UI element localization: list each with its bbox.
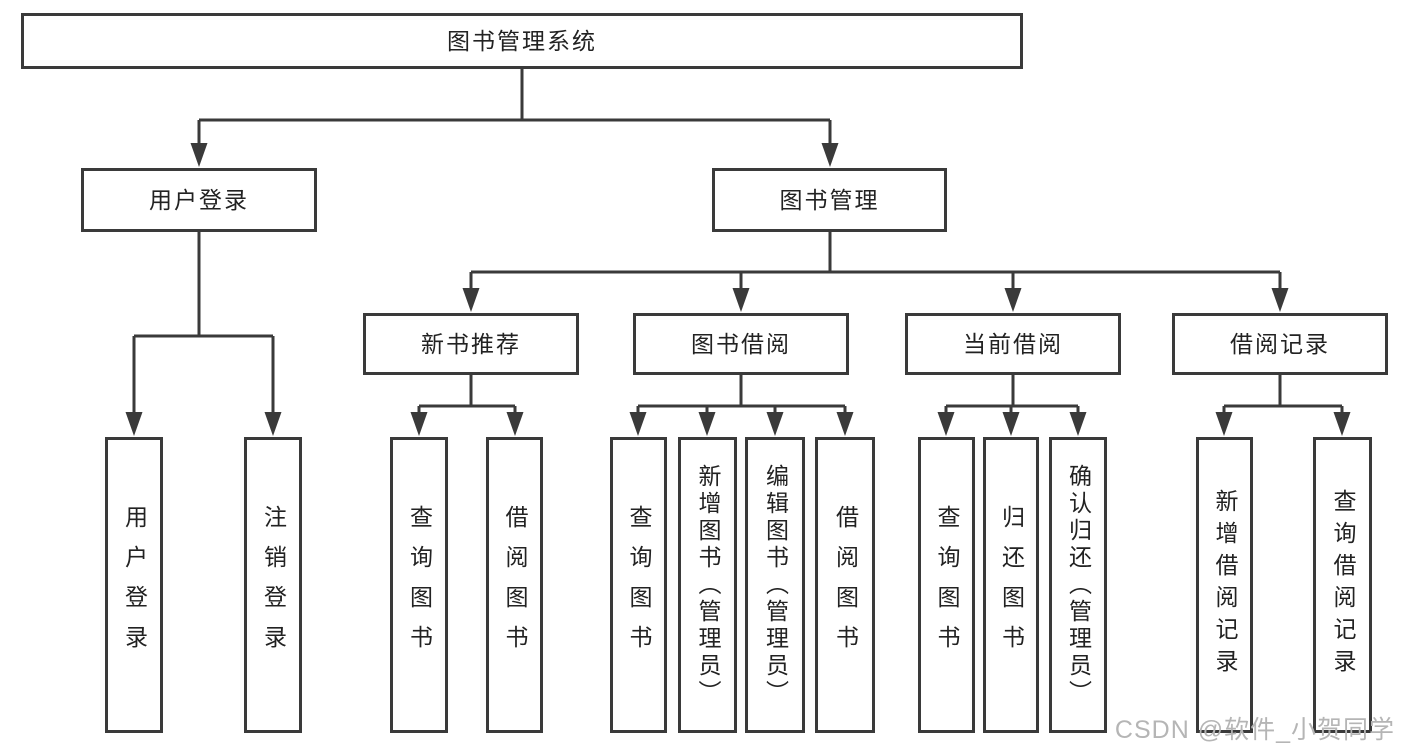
node-leaf-confirm-return-admin-label: 确认归还（管理员） bbox=[1065, 463, 1092, 707]
arrowhead bbox=[506, 412, 524, 436]
arrowhead bbox=[821, 143, 839, 167]
arrowhead bbox=[264, 412, 282, 436]
node-leaf-borrow-book-1: 借阅图书 bbox=[486, 437, 543, 733]
node-leaf-query-borrow-record: 查询借阅记录 bbox=[1313, 437, 1372, 733]
node-leaf-add-book-admin: 新增图书（管理员） bbox=[678, 437, 737, 733]
node-leaf-confirm-return-admin: 确认归还（管理员） bbox=[1049, 437, 1107, 733]
arrowhead bbox=[1271, 288, 1289, 312]
node-book-management: 图书管理 bbox=[712, 168, 947, 232]
node-leaf-user-login: 用户登录 bbox=[105, 437, 163, 733]
node-new-book-recommend: 新书推荐 bbox=[363, 313, 579, 375]
node-leaf-query-book-2: 查询图书 bbox=[610, 437, 667, 733]
arrowhead bbox=[836, 412, 854, 436]
node-new-book-recommend-label: 新书推荐 bbox=[421, 330, 521, 357]
node-leaf-logout-label: 注销登录 bbox=[260, 505, 287, 665]
node-root-label: 图书管理系统 bbox=[447, 27, 597, 54]
node-borrowing-records-label: 借阅记录 bbox=[1230, 330, 1330, 357]
node-leaf-user-login-label: 用户登录 bbox=[121, 505, 148, 665]
arrowhead bbox=[1069, 412, 1087, 436]
node-current-borrowing: 当前借阅 bbox=[905, 313, 1121, 375]
node-leaf-add-borrow-record-label: 新增借阅记录 bbox=[1212, 489, 1238, 681]
node-leaf-query-borrow-record-label: 查询借阅记录 bbox=[1330, 489, 1356, 681]
arrowhead bbox=[629, 412, 647, 436]
arrowhead bbox=[766, 412, 784, 436]
node-leaf-return-book: 归还图书 bbox=[983, 437, 1039, 733]
node-leaf-query-book-1: 查询图书 bbox=[390, 437, 448, 733]
node-leaf-borrow-book-2: 借阅图书 bbox=[815, 437, 875, 733]
node-user-login: 用户登录 bbox=[81, 168, 317, 232]
node-leaf-logout: 注销登录 bbox=[244, 437, 302, 733]
node-user-login-label: 用户登录 bbox=[149, 186, 249, 213]
node-leaf-query-book-3: 查询图书 bbox=[918, 437, 975, 733]
node-leaf-edit-book-admin-label: 编辑图书（管理员） bbox=[762, 463, 789, 707]
node-leaf-query-book-3-label: 查询图书 bbox=[934, 505, 960, 665]
node-borrowing-records: 借阅记录 bbox=[1172, 313, 1388, 375]
node-leaf-query-book-1-label: 查询图书 bbox=[406, 505, 433, 665]
arrowhead bbox=[1333, 412, 1351, 436]
node-leaf-add-borrow-record: 新增借阅记录 bbox=[1196, 437, 1253, 733]
node-root: 图书管理系统 bbox=[21, 13, 1023, 69]
arrowhead bbox=[732, 288, 750, 312]
node-book-borrowing-label: 图书借阅 bbox=[691, 330, 791, 357]
arrowhead bbox=[1215, 412, 1233, 436]
arrowhead bbox=[462, 288, 480, 312]
node-leaf-query-book-2-label: 查询图书 bbox=[626, 505, 652, 665]
arrowhead bbox=[410, 412, 428, 436]
node-leaf-edit-book-admin: 编辑图书（管理员） bbox=[745, 437, 805, 733]
arrowhead bbox=[698, 412, 716, 436]
csdn-watermark: CSDN @软件_小贺同学 bbox=[1114, 716, 1395, 744]
arrowhead bbox=[125, 412, 143, 436]
arrowhead bbox=[937, 412, 955, 436]
arrowhead bbox=[1002, 412, 1020, 436]
node-current-borrowing-label: 当前借阅 bbox=[963, 330, 1063, 357]
arrowhead bbox=[190, 143, 208, 167]
node-leaf-borrow-book-2-label: 借阅图书 bbox=[832, 505, 859, 665]
arrowhead bbox=[1004, 288, 1022, 312]
node-book-borrowing: 图书借阅 bbox=[633, 313, 849, 375]
node-leaf-return-book-label: 归还图书 bbox=[998, 505, 1025, 665]
node-book-management-label: 图书管理 bbox=[779, 186, 880, 213]
node-leaf-add-book-admin-label: 新增图书（管理员） bbox=[695, 463, 721, 707]
node-leaf-borrow-book-1-label: 借阅图书 bbox=[502, 505, 528, 665]
